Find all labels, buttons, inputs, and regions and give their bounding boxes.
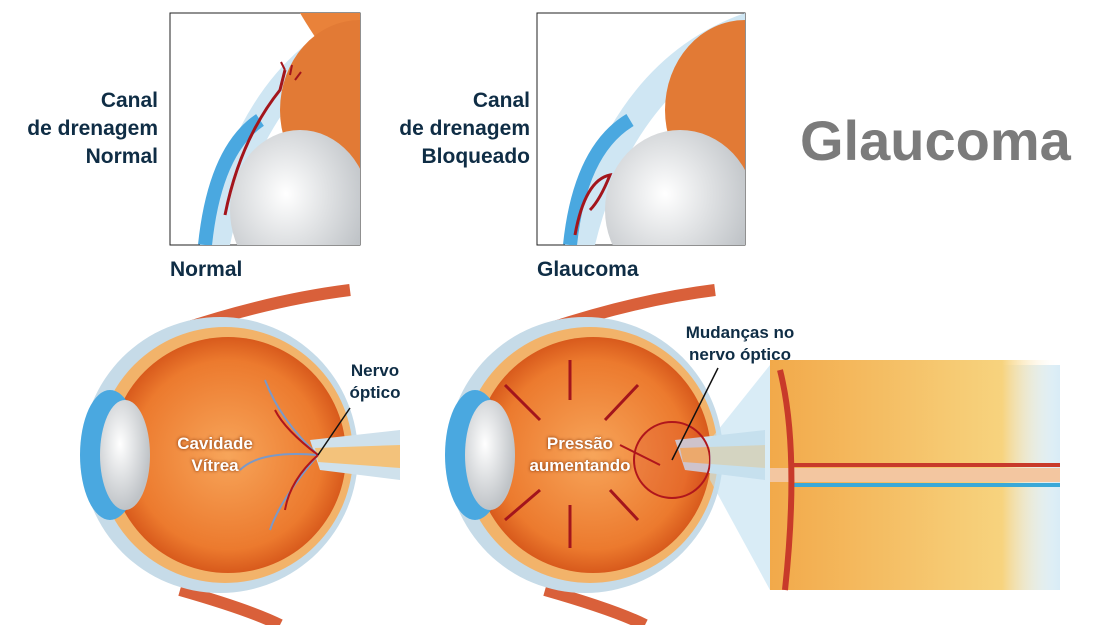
- label-line: Canal: [472, 89, 530, 112]
- normal-drainage-label: Canal de drenagem Normal: [10, 87, 158, 171]
- label-line: Normal: [85, 145, 158, 168]
- label-line: Mudanças no: [685, 323, 795, 342]
- inset-normal-drainage: [169, 12, 361, 246]
- caption-glaucoma: Glaucoma: [537, 258, 639, 281]
- label-line: Nervo: [350, 361, 400, 380]
- label-line: de drenagem: [27, 117, 158, 140]
- eye-normal: [80, 284, 400, 625]
- vitreous-cavity-label: Cavidade Vítrea: [160, 433, 270, 477]
- label-line: Pressão: [546, 434, 614, 453]
- optic-nerve-closeup: [770, 360, 1060, 591]
- caption-normal: Normal: [170, 258, 243, 281]
- label-line: óptico: [349, 383, 401, 402]
- label-line: Cavidade: [177, 434, 253, 453]
- label-line: nervo óptico: [688, 345, 791, 364]
- label-line: Vítrea: [191, 456, 239, 475]
- label-line: Canal: [100, 89, 158, 112]
- pressure-arrows: [503, 360, 640, 548]
- label-line: aumentando: [529, 456, 631, 475]
- inset-glaucoma-drainage: [536, 12, 746, 246]
- optic-nerve-changes-label: Mudanças no nervo óptico: [670, 322, 810, 366]
- optic-nerve-label: Nervo óptico: [335, 360, 415, 404]
- label-line: Bloqueado: [421, 145, 531, 168]
- pressure-increasing-label: Pressão aumentando: [520, 433, 640, 477]
- page-title: Glaucoma: [800, 109, 1071, 172]
- blocked-drainage-label: Canal de drenagem Bloqueado: [370, 87, 530, 171]
- label-line: de drenagem: [399, 117, 530, 140]
